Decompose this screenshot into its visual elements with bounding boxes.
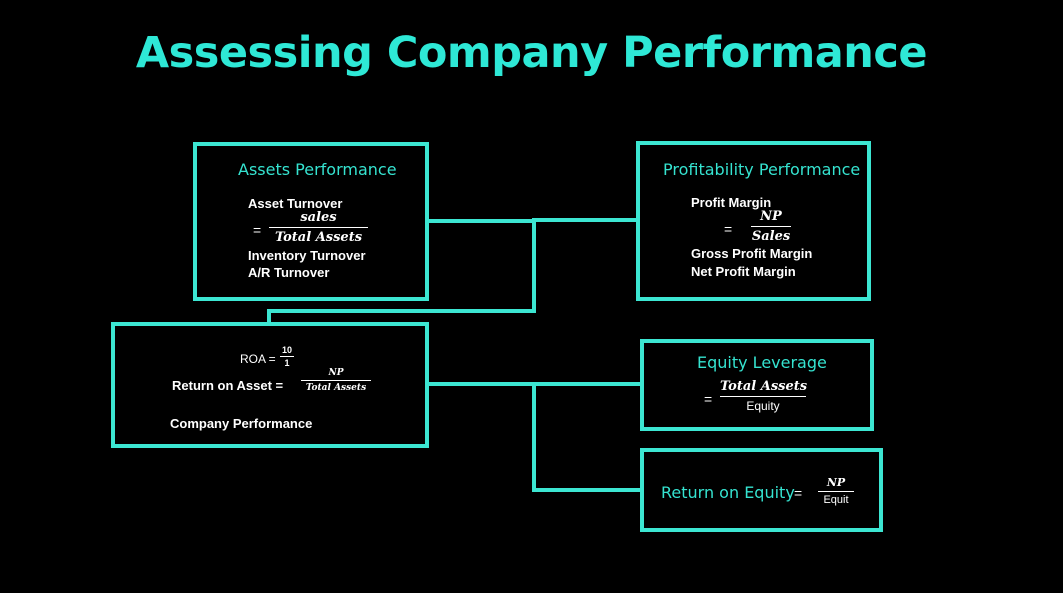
roa-label: ROA = — [240, 352, 276, 366]
return-on-equity-fraction: NP Equit — [818, 476, 854, 506]
return-on-asset-box: ROA = 10 1 Return on Asset = NP Total As… — [111, 322, 429, 448]
return-on-equity-title: Return on Equity — [661, 483, 795, 502]
company-performance-label: Company Performance — [170, 416, 313, 431]
profit-margin-equals: = — [724, 221, 733, 237]
ar-turnover-label: A/R Turnover — [248, 265, 330, 280]
equity-leverage-title: Equity Leverage — [697, 353, 827, 372]
profit-margin-denominator: Sales — [751, 229, 791, 244]
equity-leverage-box: Equity Leverage = Total Assets Equity — [640, 339, 874, 431]
return-on-asset-denominator: Total Assets — [305, 383, 367, 393]
return-on-equity-equals: = — [794, 485, 803, 501]
fraction-bar — [269, 227, 368, 228]
roa-fraction: 10 1 — [280, 345, 294, 368]
asset-turnover-numerator: sales — [300, 210, 337, 225]
profitability-performance-title: Profitability Performance — [663, 160, 861, 179]
equity-leverage-equals: = — [704, 391, 713, 407]
profit-margin-label: Profit Margin — [691, 195, 772, 210]
connector-horizontal-mid — [267, 309, 536, 313]
return-on-asset-fraction: NP Total Assets — [301, 368, 371, 393]
fraction-bar — [720, 396, 806, 397]
connector-assets-right — [426, 219, 534, 223]
fraction-bar — [818, 491, 854, 492]
fraction-bar — [280, 356, 294, 357]
assets-performance-title: Assets Performance — [238, 160, 397, 179]
return-on-equity-numerator: NP — [826, 476, 846, 489]
connector-roe-left — [532, 488, 642, 492]
return-on-equity-box: Return on Equity = NP Equit — [640, 448, 883, 532]
connector-vertical-bottom — [532, 382, 536, 492]
return-on-equity-denominator: Equit — [823, 494, 849, 506]
equity-leverage-fraction: Total Assets Equity — [720, 379, 808, 413]
roa-numerator: 10 — [281, 345, 292, 355]
profit-margin-fraction: NP Sales — [751, 209, 791, 244]
return-on-asset-numerator: NP — [328, 368, 344, 378]
inventory-turnover-label: Inventory Turnover — [248, 248, 366, 263]
connector-roa-up — [267, 309, 271, 326]
asset-turnover-label: Asset Turnover — [248, 196, 343, 211]
connector-profit-left — [532, 218, 638, 222]
fraction-bar — [301, 380, 371, 381]
profit-margin-numerator: NP — [760, 209, 782, 224]
return-on-asset-label: Return on Asset = — [172, 378, 284, 393]
assets-performance-box: Assets Performance Asset Turnover = sale… — [193, 142, 429, 301]
asset-turnover-fraction: sales Total Assets — [269, 210, 368, 245]
asset-turnover-equals: = — [253, 222, 262, 238]
profitability-performance-box: Profitability Performance Profit Margin … — [636, 141, 871, 301]
page-title: Assessing Company Performance — [135, 28, 928, 78]
asset-turnover-denominator: Total Assets — [274, 230, 363, 245]
gross-profit-margin-label: Gross Profit Margin — [691, 246, 813, 261]
equity-leverage-denominator: Equity — [746, 399, 780, 413]
roa-denominator: 1 — [284, 358, 290, 368]
equity-leverage-numerator: Total Assets — [720, 379, 808, 394]
fraction-bar — [751, 226, 791, 227]
net-profit-margin-label: Net Profit Margin — [691, 264, 796, 279]
connector-vertical-top — [532, 218, 536, 313]
